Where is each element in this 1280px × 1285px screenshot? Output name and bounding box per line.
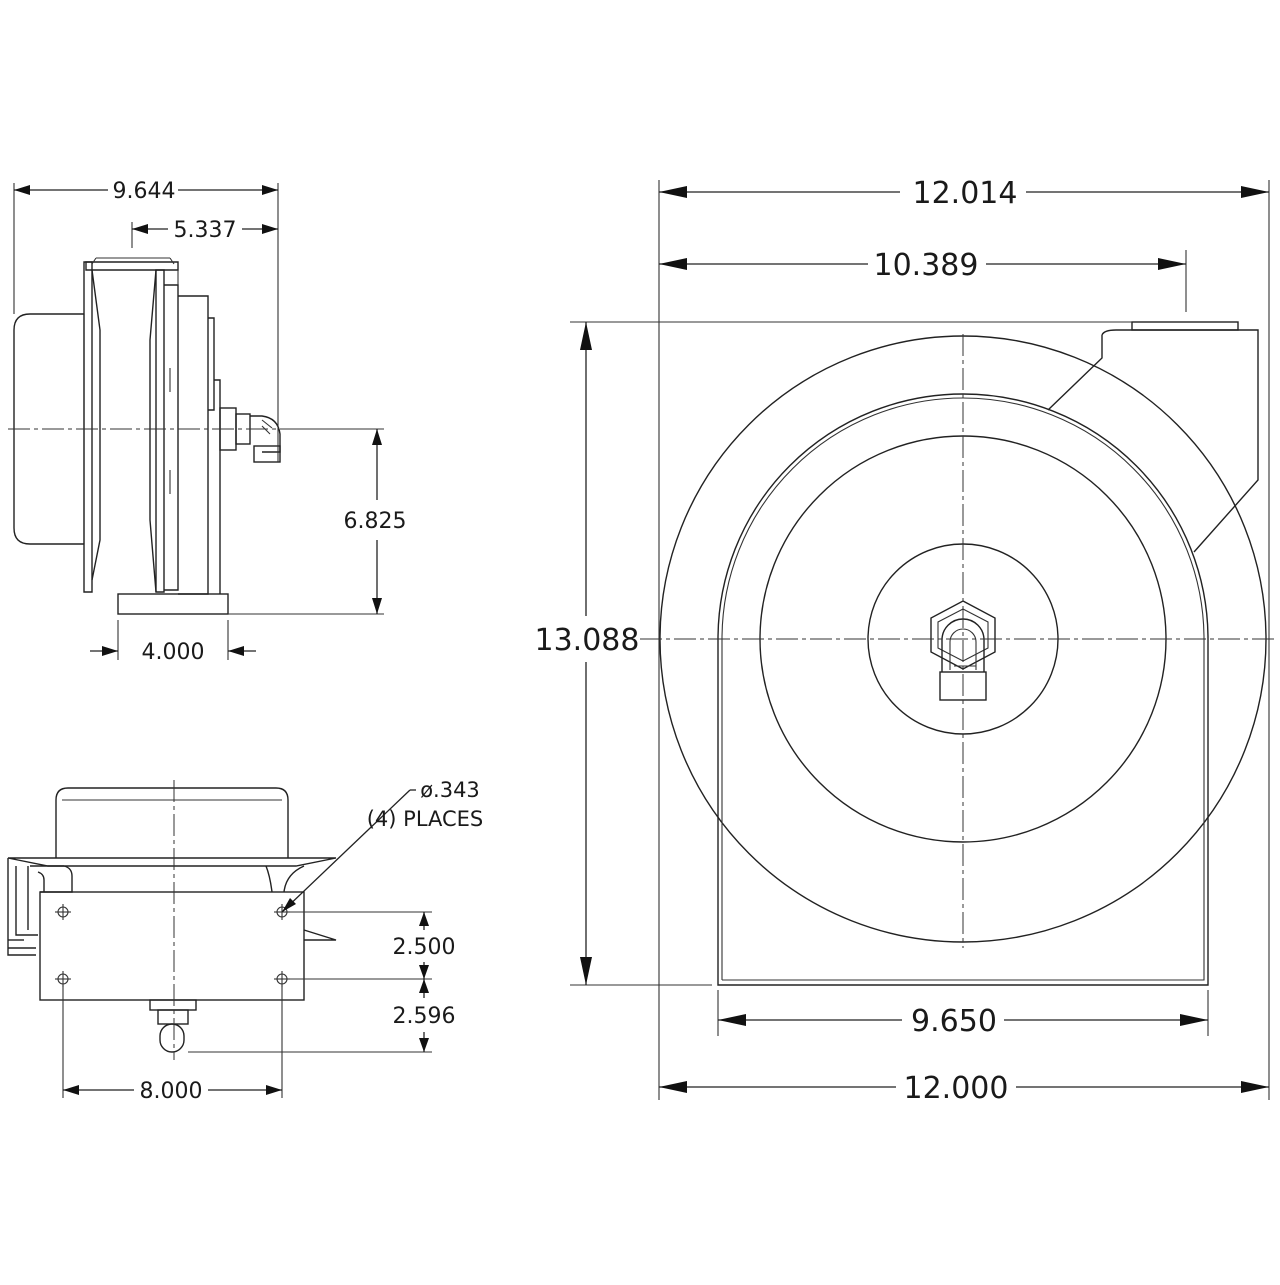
dim-hole-spacing-horizontal: 8.000: [140, 1079, 203, 1104]
hole-diameter-label: ø.343: [420, 778, 480, 802]
dim-width-to-outlet: 10.389: [874, 248, 979, 283]
mounting-base: [117, 593, 229, 615]
elbow-fitting: [250, 415, 281, 453]
dim-depth-to-base: 5.337: [174, 218, 237, 243]
dim-overall-height: 13.088: [535, 623, 640, 658]
top-frame-bar: [85, 261, 179, 271]
dim-overall-width-top: 12.014: [913, 176, 1018, 211]
side-bracket: [178, 295, 209, 595]
outlet-arm: [1047, 329, 1259, 553]
hole-count-note: (4) PLACES: [367, 807, 484, 831]
bottom-view: ø.343 (4) PLACES 2.500 2.596 8.000: [7, 778, 484, 1104]
dim-overall-width-bottom: 12.000: [904, 1071, 1009, 1106]
inner-flange: [155, 269, 165, 593]
dim-base-width: 4.000: [142, 640, 205, 665]
flange-outline: [7, 857, 337, 867]
mounting-hole: [55, 904, 71, 920]
side-view: 9.644 5.337 6.825 4.000: [8, 179, 406, 665]
hole-leader-line: [281, 789, 411, 913]
frame-outline: [717, 393, 1209, 986]
dim-hole-spacing-vertical: 2.500: [393, 935, 456, 960]
outer-flange: [83, 261, 93, 593]
inlet-fitting: [149, 999, 197, 1011]
dim-overall-depth: 9.644: [113, 179, 176, 204]
base-plate: [39, 891, 305, 1001]
mounting-hole: [274, 971, 290, 987]
outlet-cap: [1131, 321, 1239, 331]
dim-hole-to-inlet: 2.596: [393, 1004, 456, 1029]
drum-top-outline: [55, 787, 289, 858]
mounting-hole: [55, 971, 71, 987]
front-view: 12.014 10.389 13.088 9.650 12.000: [535, 176, 1275, 1106]
dim-axis-height: 6.825: [344, 509, 407, 534]
dim-frame-width: 9.650: [911, 1004, 997, 1039]
